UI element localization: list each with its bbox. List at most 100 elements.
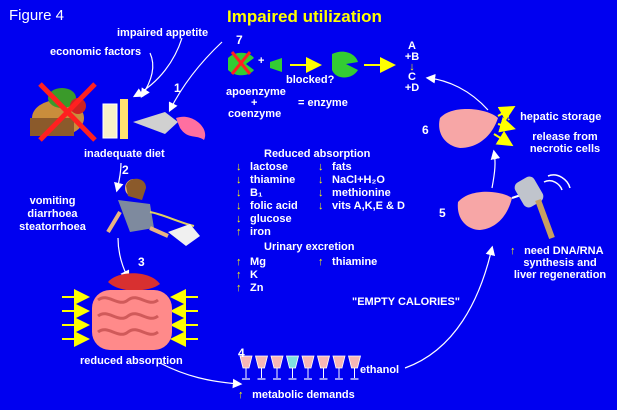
reduced-absorption-item: ↓ B₁ (236, 187, 298, 200)
reduced-absorption-header: Reduced absorption (264, 148, 370, 161)
reduced-absorption-right-list: ↓ fats↓ NaCl+H₂O↓ methionine↓ vits A,K,E… (318, 161, 405, 213)
reduced-absorption-item: ↓ glucose (236, 213, 298, 226)
urinary-excretion-item-label: thiamine (329, 256, 377, 268)
urinary-excretion-item: ↑ Zn (236, 282, 266, 295)
arrow-vomiting-to-gut (118, 238, 128, 278)
arrow-economic-to-diet (142, 53, 153, 96)
reduced-absorption-item-label: vits A,K,E & D (329, 200, 405, 212)
up-arrow-icon: ↑ (236, 269, 247, 282)
down-arrow-icon: ↓ (236, 200, 247, 213)
urinary-excretion-header: Urinary excretion (264, 241, 354, 254)
reduced-absorption-left-list: ↓ lactose↓ thiamine↓ B₁↓ folic acid↓ glu… (236, 161, 298, 239)
diarrhoea-label: diarrhoea (10, 208, 95, 221)
urinary-excretion-item: ↑ thiamine (318, 256, 377, 269)
hepatic-storage-label: ↓ hepatic storage (506, 111, 601, 124)
urinary-excretion-item-label: Zn (247, 282, 264, 294)
step-1-number: 1 (174, 82, 181, 95)
step-7-number: 7 (236, 34, 243, 47)
arrow-step7-to-diet (170, 42, 222, 110)
reduced-absorption-item: ↓ folic acid (236, 200, 298, 213)
reduced-absorption-item: ↓ NaCl+H₂O (318, 174, 405, 187)
enzyme-result-label: = enzyme (298, 97, 348, 110)
up-arrow-icon: ↑ (318, 256, 329, 269)
intestine-icon (92, 273, 172, 350)
need-dna-rna-text: need DNA/RNA (524, 245, 603, 257)
up-arrow-icon: ↑ (236, 282, 247, 295)
down-arrow-icon: ↓ (236, 213, 247, 226)
up-arrow-icon: ↑ (236, 256, 247, 269)
step-3-number: 3 (138, 256, 145, 269)
food-pile-icon (30, 84, 95, 140)
glass-icon (333, 356, 345, 379)
vomiting-label: vomiting (10, 195, 95, 208)
reduced-absorption-item-label: iron (247, 226, 271, 238)
cause-economic-factors: economic factors (50, 46, 141, 59)
gut-reduced-absorption-label: reduced absorption (80, 355, 183, 368)
urinary-right-list: ↑ thiamine (318, 256, 377, 269)
arrow-liver5-to-liver6 (492, 152, 495, 188)
glass-icon (318, 356, 330, 379)
reduced-absorption-item-label: fats (329, 161, 352, 173)
step-4-number: 4 (238, 347, 245, 360)
step-6-number: 6 (422, 124, 429, 137)
reduced-absorption-item: ↓ vits A,K,E & D (318, 200, 405, 213)
reduced-absorption-item: ↓ thiamine (236, 174, 298, 187)
arrow-diet-to-vomiting (117, 163, 121, 190)
hepatic-storage-text: hepatic storage (520, 111, 601, 123)
metabolic-demands-text: metabolic demands (252, 389, 355, 401)
step-2-number: 2 (122, 164, 129, 177)
reduced-absorption-item: ↓ fats (318, 161, 405, 174)
steatorrhoea-label: steatorrhoea (10, 221, 95, 234)
wine-glasses-icon (240, 356, 361, 379)
down-arrow-icon: ↓ (236, 174, 247, 187)
diagram-title: Impaired utilization (227, 10, 382, 23)
reduced-absorption-item: ↑ iron (236, 226, 298, 239)
reduced-absorption-item: ↓ methionine (318, 187, 405, 200)
urinary-excretion-item: ↑ K (236, 269, 266, 282)
down-arrow-icon: ↓ (318, 200, 329, 213)
blocked-label: blocked? (286, 74, 334, 87)
drink-glasses-icon (103, 99, 205, 140)
down-arrow-icon: ↓ (236, 187, 247, 200)
enzyme-plus-sign: + (258, 55, 264, 68)
empty-calories-label: "EMPTY CALORIES" (352, 296, 460, 309)
reduced-absorption-item-label: glucose (247, 213, 292, 225)
inadequate-diet-label: inadequate diet (84, 148, 165, 161)
ethanol-label: ethanol (360, 364, 399, 377)
urinary-excretion-item-label: Mg (247, 256, 266, 268)
glass-icon (256, 356, 268, 379)
up-arrow-icon: ↑ (236, 226, 247, 239)
reduced-absorption-item: ↓ lactose (236, 161, 298, 174)
urinary-excretion-item: ↑ Mg (236, 256, 266, 269)
coenzyme-label: coenzyme (228, 108, 281, 121)
liver-storage-icon (439, 108, 512, 148)
necrotic-cells-label: necrotic cells (515, 143, 615, 156)
reduced-absorption-item-label: thiamine (247, 174, 295, 186)
metabolic-demands-label: ↑ metabolic demands (238, 389, 355, 402)
down-arrow-icon: ↓ (318, 174, 329, 187)
liver-damage-icon (458, 174, 570, 238)
liver-regeneration-label: liver regeneration (510, 269, 610, 282)
product-D: +D (400, 82, 424, 95)
glass-icon (287, 356, 299, 379)
reduced-absorption-item-label: NaCl+H₂O (329, 174, 385, 186)
down-arrow-icon: ↓ (506, 111, 517, 124)
step-5-number: 5 (439, 207, 446, 220)
reduced-absorption-item-label: methionine (329, 187, 391, 199)
down-arrow-icon: ↓ (236, 161, 247, 174)
glass-icon (271, 356, 283, 379)
vomiting-person-icon (108, 179, 200, 246)
glass-icon (302, 356, 314, 379)
up-arrow-icon: ↑ (238, 389, 249, 402)
glass-icon (349, 356, 361, 379)
arrow-liver6-to-products (428, 78, 488, 110)
urinary-left-list: ↑ Mg↑ K↑ Zn (236, 256, 266, 295)
down-arrow-icon: ↓ (318, 161, 329, 174)
cause-impaired-appetite: impaired appetite (117, 27, 208, 40)
urinary-excretion-item-label: K (247, 269, 258, 281)
down-arrow-icon: ↓ (318, 187, 329, 200)
figure-label: Figure 4 (9, 9, 64, 22)
reduced-absorption-item-label: B₁ (247, 187, 263, 199)
reduced-absorption-item-label: lactose (247, 161, 288, 173)
